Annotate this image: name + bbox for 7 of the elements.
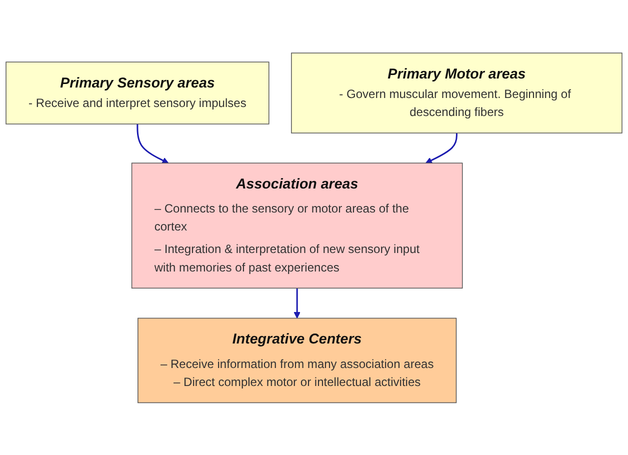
- arrow: [136, 124, 169, 164]
- node-box: Association areas – Connects to the sensory or motor areas of the cortex – Integration & interpretation of new sensory input with memories of past experiences: [131, 162, 463, 288]
- node-box: Primary Sensory areas - Receive and interpret sensory impulses: [6, 61, 270, 124]
- node-box: Primary Motor areas - Govern muscular movement. Beginning of descending fibers: [291, 52, 622, 134]
- node-box: Integrative Centers – Receive information from many association areas – Direct complex motor or intellectual activities: [138, 317, 457, 403]
- arrow: [425, 132, 458, 164]
- arrow: [294, 288, 300, 318]
